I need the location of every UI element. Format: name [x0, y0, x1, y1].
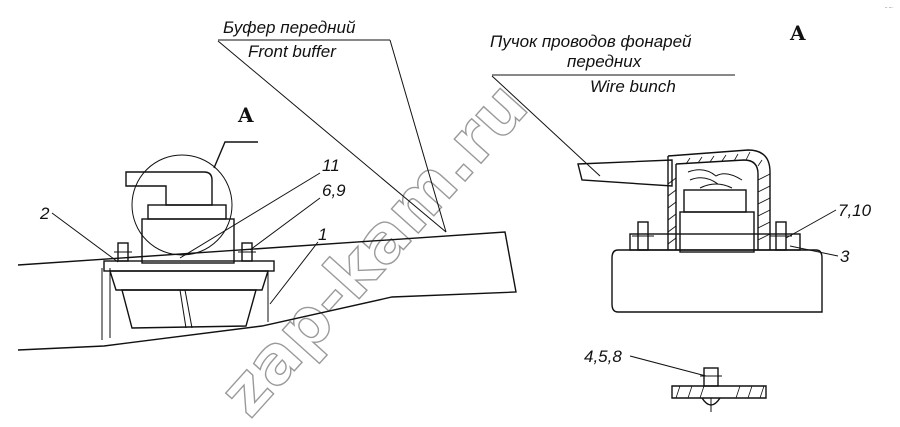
- callout-11: 11: [322, 156, 340, 175]
- label-wires-ru-2: передних: [567, 52, 642, 71]
- watermark: zap-kam.ru: [205, 68, 543, 427]
- label-buffer-en: Front buffer: [248, 42, 337, 61]
- wire-bunch-detail: [577, 149, 823, 313]
- callout-6-9: 6,9: [322, 181, 346, 200]
- callout-2: 2: [39, 204, 50, 223]
- detail-a-circle: [131, 154, 233, 256]
- buffer-section: [611, 249, 823, 313]
- view-a-label: A: [237, 103, 254, 127]
- detail-a-label: A: [789, 21, 806, 45]
- label-wires-ru-1: Пучок проводов фонарей: [490, 32, 692, 51]
- label-wires-en: Wire bunch: [590, 77, 676, 96]
- callout-7-10: 7,10: [838, 201, 872, 220]
- wire-connector: [125, 171, 213, 206]
- callout-3: 3: [840, 247, 850, 266]
- fastener-detail: [671, 367, 767, 412]
- callout-1: 1: [318, 225, 327, 244]
- corner-mark: ·· ···: [885, 5, 893, 10]
- lamp-housing: [109, 270, 269, 291]
- label-buffer-ru: Буфер передний: [223, 18, 356, 37]
- front-buffer-side-view: [17, 141, 517, 351]
- callout-4-5-8: 4,5,8: [584, 347, 622, 366]
